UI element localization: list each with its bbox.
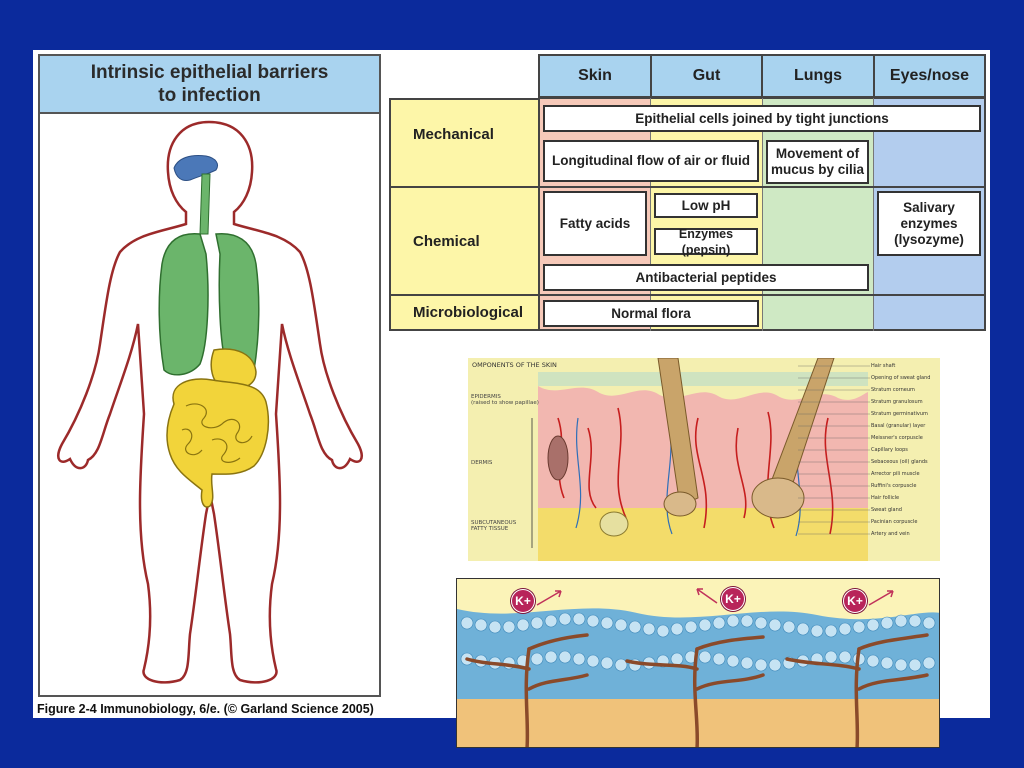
cell-fatty-acids: Fatty acids (543, 191, 647, 256)
potassium-ion-icon: K+ (721, 587, 745, 611)
cell-tight-junctions: Epithelial cells joined by tight junctio… (543, 105, 981, 132)
skin-structure-label: Basal (granular) layer (871, 423, 926, 429)
body-diagram-panel: Intrinsic epithelial barriers to infecti… (38, 54, 381, 697)
potassium-ion-icon: K+ (511, 589, 535, 613)
skin-cross-section-illustration: OMPONENTS OF THE SKIN EPIDERMIS (raised … (468, 358, 940, 561)
row-header-microbiological: Microbiological (389, 294, 540, 331)
cell-antibacterial-peptides: Antibacterial peptides (543, 264, 869, 291)
cell-low-ph: Low pH (654, 193, 758, 218)
skin-structure-label: Sebaceous (oil) glands (871, 459, 928, 465)
row-separator (538, 294, 986, 296)
skin-structure-label: Capillary loops (871, 447, 908, 453)
row-header-chemical: Chemical (389, 186, 540, 296)
cell-normal-flora: Normal flora (543, 300, 759, 327)
column-header-eyes-nose: Eyes/nose (873, 54, 986, 98)
row-separator (538, 186, 986, 188)
column-header-gut: Gut (650, 54, 763, 98)
trachea (199, 173, 211, 235)
skin-structure-label: Stratum germinativum (871, 411, 928, 417)
skin-layers-drawing (531, 358, 870, 561)
column-header-lungs: Lungs (761, 54, 875, 98)
skin-side-label: DERMIS (471, 460, 493, 466)
skin-structure-label: Ruffini's corpuscle (871, 483, 917, 489)
human-body-illustration (57, 120, 363, 684)
skin-structure-label: Arrector pili muscle (871, 471, 920, 477)
nasal-cavity (173, 155, 219, 181)
panel-title: Intrinsic epithelial barriers to infecti… (40, 56, 379, 114)
column-divider (873, 97, 874, 331)
skin-side-label: SUBCUTANEOUS FATTY TISSUE (471, 520, 517, 532)
skin-side-label: EPIDERMIS (raised to show papillae) (471, 394, 539, 406)
potassium-ion-icon: K+ (843, 589, 867, 613)
intestine-folds (181, 403, 253, 463)
intestines (166, 378, 270, 508)
column-divider (762, 97, 763, 331)
membrane-drawing (457, 588, 939, 747)
cell-enzymes-pepsin: Enzymes (pepsin) (654, 227, 758, 257)
skin-figure-title: OMPONENTS OF THE SKIN (472, 361, 557, 369)
left-lung (158, 232, 209, 376)
cell-movement-mucus: Movement of mucus by cilia (766, 140, 869, 184)
column-header-skin: Skin (538, 54, 652, 98)
skin-structure-label: Opening of sweat gland (871, 375, 931, 381)
row-header-mechanical: Mechanical (389, 98, 540, 188)
skin-structure-label: Artery and vein (871, 531, 910, 537)
skin-structure-label: Meissner's corpuscle (871, 435, 923, 441)
cell-longitudinal-flow: Longitudinal flow of air or fluid (543, 140, 759, 182)
skin-structure-label: Pacinian corpuscle (871, 519, 918, 525)
column-divider (650, 97, 651, 331)
skin-structure-label: Hair shaft (871, 363, 896, 369)
tight-junction-illustration: K+ K+ K+ (456, 578, 940, 748)
lungs-column-stripe (762, 97, 874, 331)
skin-structure-label: Hair follicle (871, 495, 900, 501)
figure-caption: Figure 2-4 Immunobiology, 6/e. (© Garlan… (37, 702, 374, 716)
skin-structure-label: Sweat gland (871, 507, 902, 513)
skin-structure-label: Stratum corneum (871, 387, 915, 393)
skin-structure-label: Stratum granulosum (871, 399, 923, 405)
cell-salivary-enzymes: Salivary enzymes (lysozyme) (877, 191, 981, 256)
